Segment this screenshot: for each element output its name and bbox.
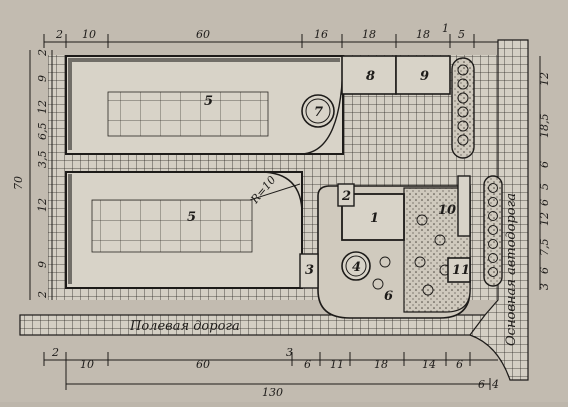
label-8: 8	[366, 69, 375, 84]
shed-9	[395, 55, 451, 95]
label-10: 10	[438, 203, 456, 218]
bottom-dim-5: 11	[330, 358, 344, 371]
bottom-dim-4: 6	[304, 358, 311, 371]
top-dim-2: 60	[196, 28, 210, 41]
label-2: 2	[341, 189, 351, 204]
right-dim-7: 6	[538, 267, 551, 274]
right-dim-1: 18,5	[538, 114, 551, 139]
top-dim-7: 5	[458, 28, 465, 41]
building-5-upper	[65, 55, 344, 155]
top-dim-3: 16	[314, 28, 328, 41]
left-dimensions: 70 2 9 12 6,5 3,5 12 9 2	[12, 49, 49, 299]
top-dim-0: 2	[55, 28, 63, 41]
left-dim-3: 6,5	[36, 123, 49, 141]
booth-3	[299, 253, 319, 289]
left-dim-4: 3,5	[36, 151, 49, 169]
corner-dim-0: 6	[478, 378, 485, 391]
main-road-label: Основная автодорога	[504, 193, 519, 346]
bottom-dimensions: 2 10 60 3 6 11 18 14 6 130 6 4	[51, 346, 499, 399]
dimension-lines	[29, 34, 541, 390]
label-5-lower: 5	[187, 210, 196, 225]
top-dimensions: 2 10 60 16 18 18 1 5	[55, 22, 465, 41]
bottom-dim-6: 18	[374, 358, 388, 371]
left-dim-7: 2	[36, 291, 49, 299]
left-dim-0: 2	[36, 49, 49, 57]
top-dim-1: 10	[82, 28, 96, 41]
building-5-lower	[65, 171, 303, 289]
label-1: 1	[370, 211, 379, 226]
label-3: 3	[305, 263, 314, 278]
radius-arrow	[249, 183, 301, 201]
unit-10	[457, 175, 471, 237]
tank-7	[301, 94, 335, 128]
right-dim-8: 3	[538, 283, 551, 290]
right-dim-5: 12	[538, 212, 551, 226]
bottom-dim-0: 2	[51, 346, 59, 359]
left-dim-5: 12	[36, 198, 49, 212]
right-dim-6: 7,5	[538, 239, 551, 257]
bottom-dim-2: 60	[196, 358, 210, 371]
corner-dim-1: 4	[491, 378, 499, 391]
label-4: 4	[352, 260, 361, 275]
right-dimensions: 12 18,5 6 5 6 12 7,5 6 3	[538, 72, 551, 290]
bottom-dim-8: 6	[456, 358, 463, 371]
label-11: 11	[452, 263, 470, 278]
label-9: 9	[420, 69, 429, 84]
booth-2	[337, 183, 355, 207]
left-dim-6: 9	[36, 261, 49, 268]
right-dim-4: 6	[538, 199, 551, 206]
object-numbers: 1 2 3 4 5 5 6 7 8 9 10 11	[187, 69, 470, 304]
total-height: 70	[12, 176, 25, 190]
top-dim-6: 1	[442, 22, 449, 35]
shed-8	[341, 55, 397, 95]
unit-11	[447, 257, 471, 283]
top-dim-4: 18	[362, 28, 376, 41]
total-width: 130	[262, 386, 283, 399]
label-5-upper: 5	[204, 94, 213, 109]
bottom-dim-3: 3	[286, 346, 293, 359]
bottom-dim-7: 14	[422, 358, 436, 371]
left-dim-1: 9	[36, 75, 49, 82]
hedge-upper	[451, 57, 475, 159]
right-dim-3: 5	[538, 183, 551, 190]
label-7: 7	[314, 105, 323, 120]
left-dim-2: 12	[36, 100, 49, 114]
right-dim-0: 12	[538, 72, 551, 86]
field-road-label: Полевая дорога	[129, 319, 240, 334]
right-dim-2: 6	[538, 161, 551, 168]
top-dim-5: 18	[416, 28, 430, 41]
bottom-dim-1: 10	[80, 358, 94, 371]
label-6: 6	[384, 289, 393, 304]
